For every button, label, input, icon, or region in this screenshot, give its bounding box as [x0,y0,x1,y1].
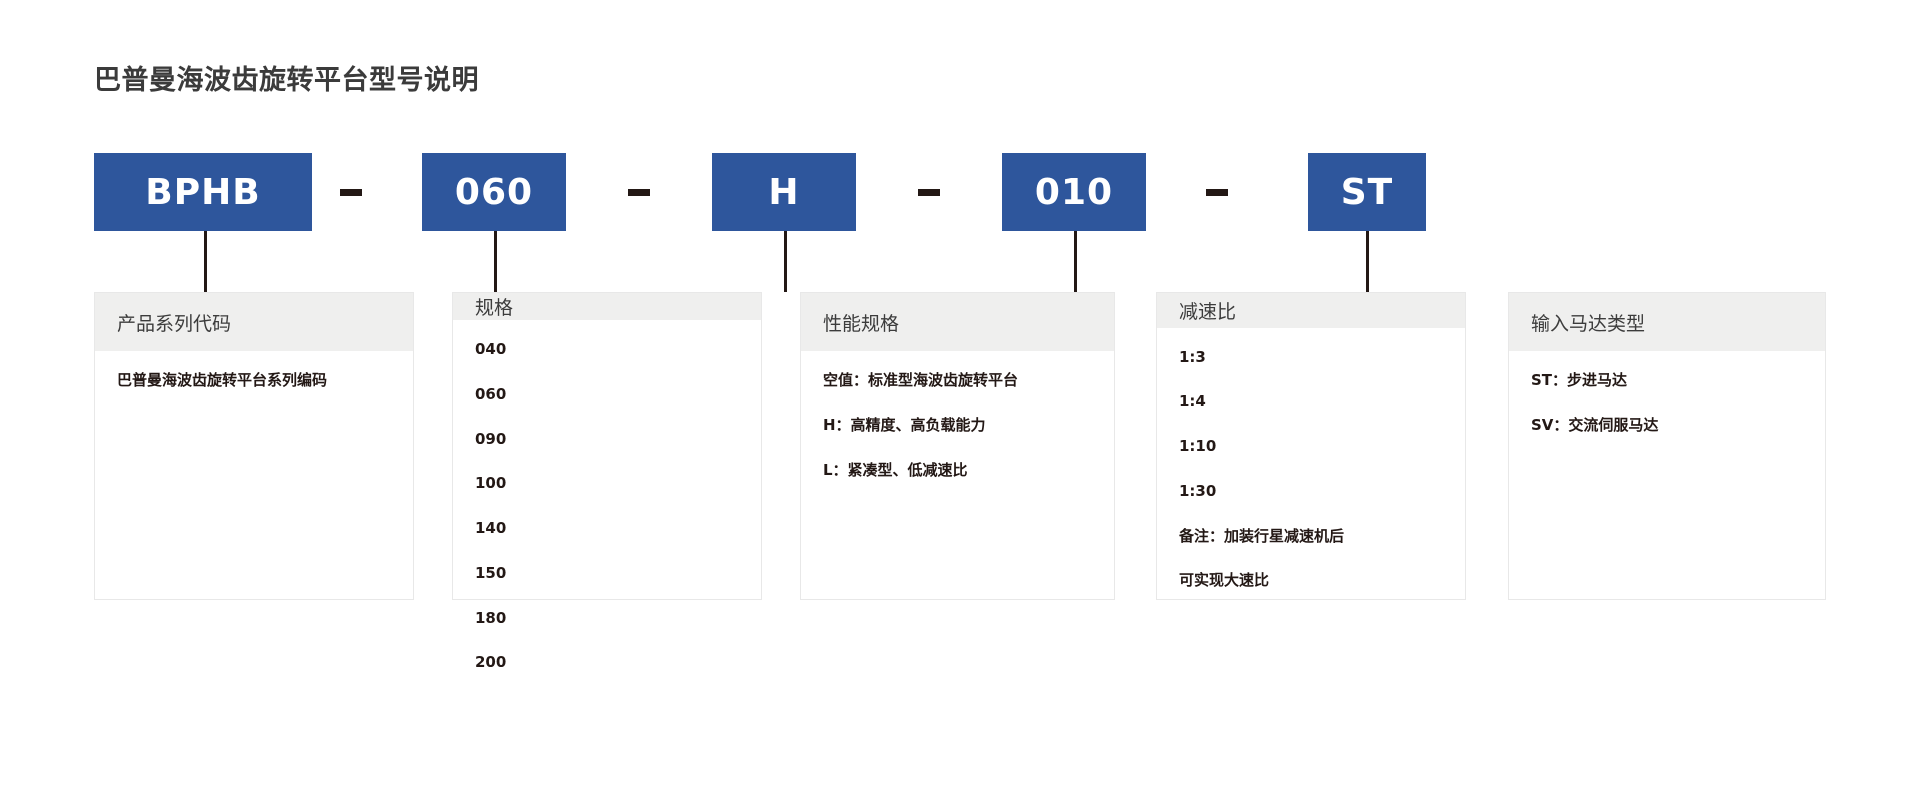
panel-item: 090 [475,429,507,448]
connector-line-1 [204,231,207,292]
code-segment-060: 060 [422,153,566,231]
panel-item: 可实现大速比 [1179,571,1270,590]
code-segment-bphb: BPHB [94,153,312,231]
panel-body-product-series-code: 巴普曼海波齿旋转平台系列编码 [95,351,413,599]
code-separator-dash [628,189,650,196]
panel-item: 巴普曼海波齿旋转平台系列编码 [117,371,328,389]
panel-body-reduction-ratio: 1:3 1:4 1:10 1:30 备注：加装行星减速机后可实现大速比 [1157,328,1465,600]
panel-item: SV：交流伺服马达 [1531,415,1659,434]
panel-performance-specification: 性能规格空值：标准型海波齿旋转平台 H：高精度、高负载能力 L：紧凑型、低减速比 [800,292,1115,600]
code-segment-st: ST [1308,153,1426,231]
panel-product-series-code: 产品系列代码巴普曼海波齿旋转平台系列编码 [94,292,414,600]
panel-item: 060 [475,384,507,403]
panel-header-reduction-ratio: 减速比 [1157,293,1465,328]
panel-header-specification: 规格 [453,293,761,320]
panel-item: 100 [475,474,507,493]
code-separator-dash [340,189,362,196]
panel-header-performance-specification: 性能规格 [801,293,1114,351]
panel-body-specification: 040 060 090 100 140 150 180 200 [453,320,761,681]
connector-line-5 [1366,231,1369,292]
page-title: 巴普曼海波齿旋转平台型号说明 [94,65,479,95]
panel-item: ST：步进马达 [1531,371,1628,389]
code-separator-dash [1206,189,1228,196]
panel-item: 150 [475,563,507,582]
panel-reduction-ratio: 减速比 1:3 1:4 1:10 1:30 备注：加装行星减速机后可实现大速比 [1156,292,1466,600]
panel-item: 140 [475,519,507,537]
panel-body-input-motor-type: ST：步进马达 SV：交流伺服马达 [1509,351,1825,599]
model-code-row: BPHB 060 H 010 ST [0,153,1920,231]
code-segment-h: H [712,153,856,231]
panel-item: 180 [475,608,507,627]
panel-item: H：高精度、高负载能力 [823,415,986,434]
panel-specification: 规格 040 060 090 100 140 150 180 200 [452,292,762,670]
panel-header-product-series-code: 产品系列代码 [95,293,413,351]
panel-body-performance-specification: 空值：标准型海波齿旋转平台 H：高精度、高负载能力 L：紧凑型、低减速比 [801,351,1114,599]
panel-item: 1:10 [1179,437,1217,455]
panel-item: 1:3 [1179,347,1206,366]
connector-line-3 [784,231,787,292]
connector-line-4 [1074,231,1077,292]
panel-item: 空值：标准型海波齿旋转平台 [823,371,1019,389]
code-separator-dash [918,189,940,196]
panel-item: 1:4 [1179,392,1206,411]
panel-header-input-motor-type: 输入马达类型 [1509,293,1825,351]
panel-item: 200 [475,653,507,672]
connector-line-2 [494,231,497,292]
panel-input-motor-type: 输入马达类型 ST：步进马达 SV：交流伺服马达 [1508,292,1826,600]
code-segment-010: 010 [1002,153,1146,231]
panel-item: L：紧凑型、低减速比 [823,460,968,479]
panel-item: 1:30 [1179,481,1217,500]
panel-item: 040 [475,340,507,358]
panel-item: 备注：加装行星减速机后 [1179,526,1345,545]
